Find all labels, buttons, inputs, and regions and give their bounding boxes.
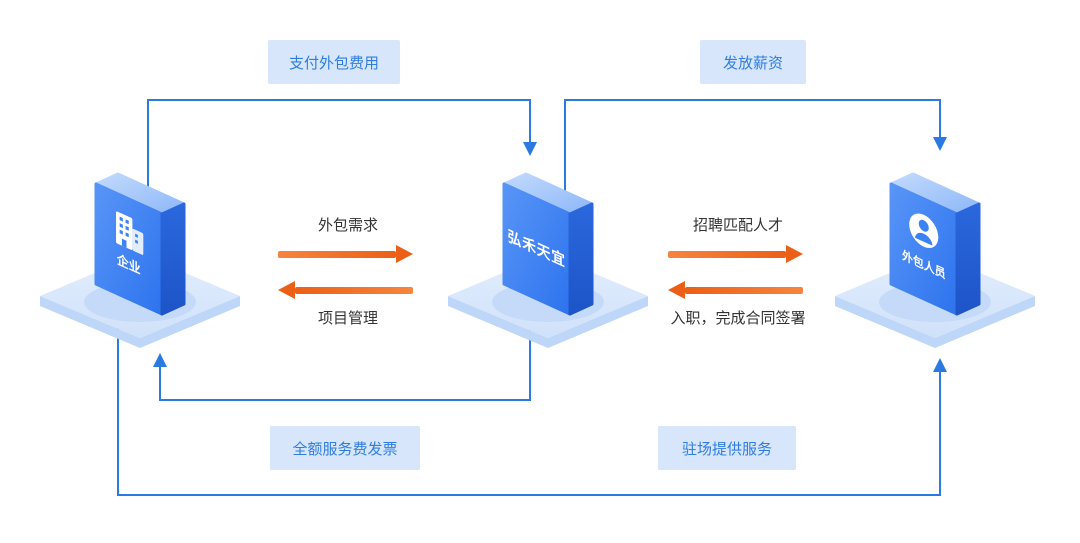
arrow-shaft [295, 286, 413, 294]
arrow-head-right-icon [786, 245, 803, 263]
label-full-service-invoice: 全额服务费发票 [270, 426, 420, 470]
platform-side [835, 296, 1035, 348]
label-onsite-service: 驻场提供服务 [658, 426, 796, 470]
connector-onsite-service [117, 320, 947, 496]
entity-outsourced-staff-graphic: 外包人员 [835, 172, 1035, 348]
arrow-shaft [278, 250, 396, 258]
arrow-onboard-sign-contract [668, 281, 803, 299]
platform-side [40, 296, 240, 348]
arrow-head-left-icon [278, 281, 295, 299]
building-icon [116, 211, 144, 255]
entity-honghe-tianyi-graphic: 弘禾天宜 [448, 172, 648, 348]
arrow-recruit-matching-talent [668, 245, 803, 263]
entity-honghe-tianyi: 弘禾天宜 [438, 136, 658, 351]
arrow-head-left-icon [668, 281, 685, 299]
arrow-project-management [278, 281, 413, 299]
person-icon [909, 213, 939, 249]
label-onboard-sign-contract: 入职，完成合同签署 [670, 310, 806, 327]
label-project-management: 项目管理 [317, 310, 378, 327]
label-pay-outsourcing-fee: 支付外包费用 [268, 40, 400, 84]
connector-full-service-invoice [153, 315, 531, 401]
arrow-head-right-icon [396, 245, 413, 263]
connector-pay-salary [564, 99, 947, 208]
arrow-outsourcing-demand [278, 245, 413, 263]
entity-outsourced-staff: 外包人员 [825, 136, 1045, 351]
cube-side-face [955, 202, 981, 316]
label-outsourcing-demand: 外包需求 [317, 217, 378, 234]
label-pay-salary: 发放薪资 [700, 40, 806, 84]
cube-side-face [568, 202, 594, 316]
cube-side-face [160, 202, 186, 316]
label-recruit-matching-talent: 招聘匹配人才 [692, 217, 783, 234]
entity-enterprise: 企业 [30, 136, 250, 351]
platform-side [448, 296, 648, 348]
arrow-shaft [668, 250, 786, 258]
connector-pay-outsourcing-fee [147, 99, 537, 195]
arrow-shaft [685, 286, 803, 294]
entity-enterprise-graphic: 企业 [40, 172, 240, 348]
